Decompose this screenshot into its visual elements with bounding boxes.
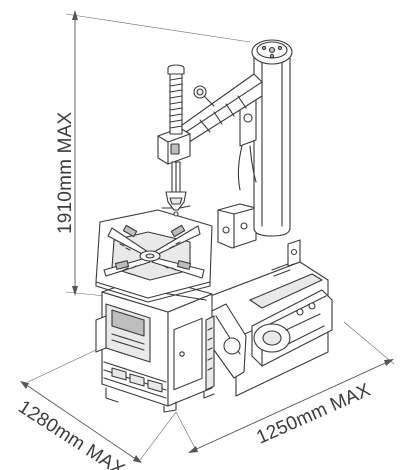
depth-dimension-label: 1280mm MAX <box>14 397 128 470</box>
height-dimension-label: 1910mm MAX <box>55 111 76 234</box>
vertical-shaft <box>167 64 185 193</box>
height-dimension <box>65 10 251 297</box>
swing-arm <box>157 73 263 165</box>
turntable <box>95 209 213 303</box>
machine-base <box>95 261 333 413</box>
column-tower <box>217 39 301 277</box>
depth-dimension <box>20 349 177 463</box>
width-dimension <box>175 321 395 453</box>
width-dimension-label: 1250mm MAX <box>253 380 373 449</box>
mount-head <box>161 191 191 217</box>
